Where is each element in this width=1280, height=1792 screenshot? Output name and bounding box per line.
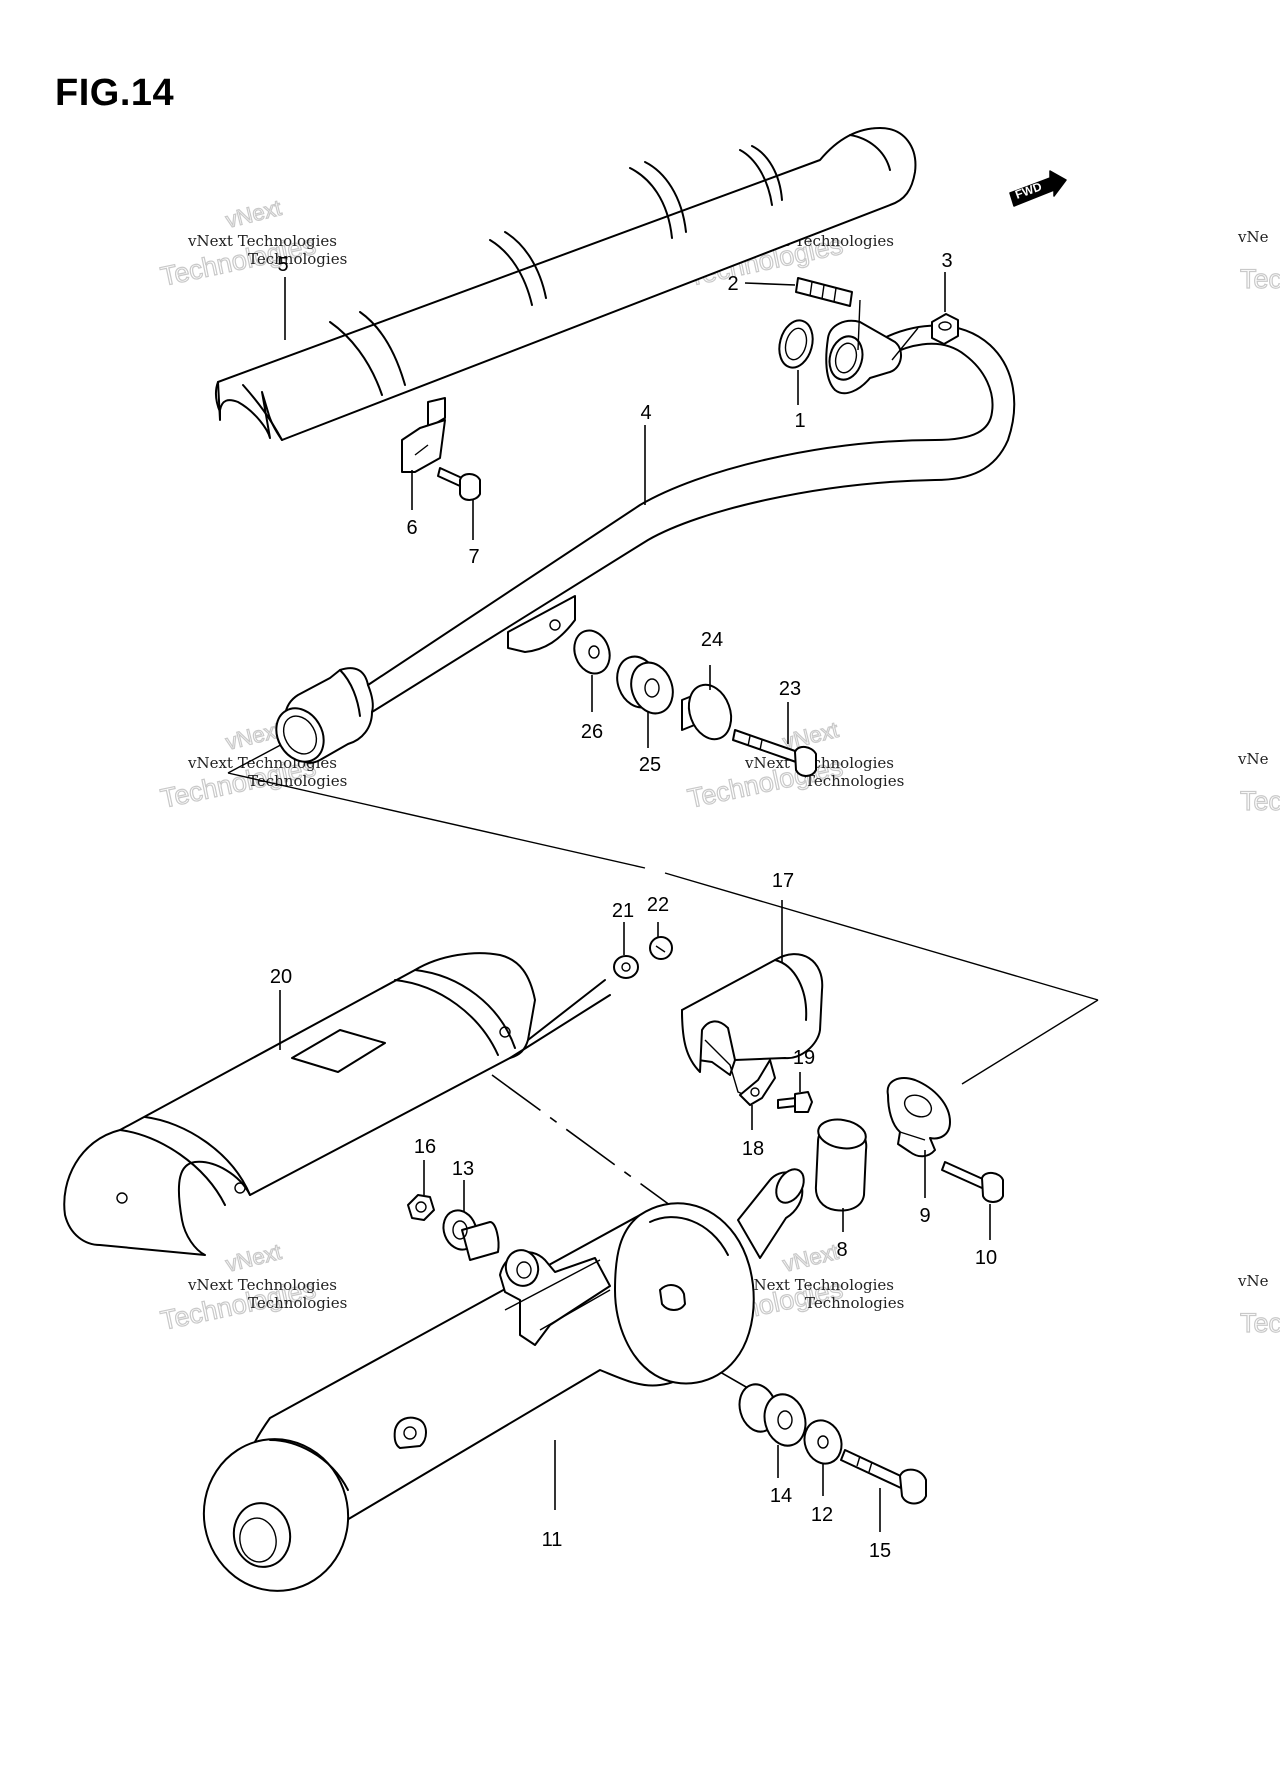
svg-text:Technologies: Technologies [248, 772, 347, 790]
callout-18: 18 [742, 1138, 764, 1160]
callout-21: 21 [612, 900, 634, 922]
svg-text:vNext: vNext [223, 1239, 284, 1277]
svg-text:vNext Technologies: vNext Technologies [744, 754, 894, 772]
callout-8: 8 [836, 1239, 847, 1261]
part-20-silencer-cover [63, 952, 611, 1256]
part-23-bolt [732, 729, 817, 777]
watermark-edge: vNe Tec vNe Tec vNe Tec [1237, 228, 1280, 1339]
part-flange [825, 299, 919, 395]
part-12-washer [803, 1419, 843, 1465]
part-15-bolt [840, 1449, 927, 1505]
part-26-washer [573, 629, 611, 675]
part-11-muffler [202, 1168, 805, 1592]
callout-25: 25 [639, 754, 661, 776]
part-8-gasket-ring [814, 1118, 868, 1212]
callout-15: 15 [869, 1540, 891, 1562]
svg-text:vNext Technologies: vNext Technologies [187, 232, 337, 250]
callout-16: 16 [414, 1136, 436, 1158]
callout-17: 17 [772, 870, 794, 892]
callout-2: 2 [727, 273, 738, 295]
part-24-collar [681, 683, 733, 741]
svg-text:Technologies: Technologies [248, 1294, 347, 1312]
part-6-clamp [401, 397, 446, 473]
part-10-bolt [941, 1161, 1004, 1203]
watermark: vNext Technologies vNext Technologies Te… [157, 194, 347, 292]
callout-23: 23 [779, 678, 801, 700]
part-2-stud-bolt [795, 277, 853, 307]
callout-10: 10 [975, 1247, 997, 1269]
callout-7: 7 [468, 546, 479, 568]
svg-text:Technologies: Technologies [805, 772, 904, 790]
callout-labels: 1 2 3 4 5 6 7 8 9 10 11 12 13 14 15 16 1… [270, 250, 997, 1562]
part-17-joint-cover [681, 953, 824, 1099]
svg-text:vNext: vNext [223, 717, 284, 755]
callout-14: 14 [770, 1485, 792, 1507]
part-18-bracket [739, 1059, 776, 1106]
callout-9: 9 [919, 1205, 930, 1227]
callout-1: 1 [794, 410, 805, 432]
part-22-cap [649, 936, 673, 960]
callout-5: 5 [277, 254, 288, 276]
svg-text:Tec: Tec [1240, 786, 1280, 816]
callout-3: 3 [941, 250, 952, 272]
figure-title: FIG.14 [55, 72, 175, 114]
part-5-heat-shield [214, 127, 917, 441]
svg-text:vNext Technologies: vNext Technologies [187, 1276, 337, 1294]
part-3-nut [931, 313, 959, 345]
callout-12: 12 [811, 1504, 833, 1526]
part-9-clamp [886, 1077, 951, 1158]
callout-11: 11 [542, 1529, 563, 1551]
svg-text:vNe: vNe [1237, 750, 1269, 768]
svg-text:Tec: Tec [1240, 1308, 1280, 1338]
part-25-grommet [616, 655, 674, 715]
svg-text:Tec: Tec [1240, 264, 1280, 294]
svg-text:vNe: vNe [1237, 228, 1269, 246]
svg-text:vNe: vNe [1237, 1272, 1269, 1290]
forward-arrow-icon: FWD [1009, 170, 1067, 207]
part-7-bolt [437, 467, 481, 501]
callout-13: 13 [452, 1158, 474, 1180]
svg-text:vNext Technologies: vNext Technologies [744, 1276, 894, 1294]
callout-6: 6 [406, 517, 417, 539]
part-14-grommet [738, 1383, 807, 1447]
part-19-bolt [777, 1091, 813, 1113]
svg-text:Technologies: Technologies [248, 250, 347, 268]
leader-lines [279, 272, 991, 1532]
part-13-collar [442, 1209, 500, 1261]
part-21-nut [613, 955, 639, 979]
callout-4: 4 [640, 402, 651, 424]
callout-22: 22 [647, 894, 669, 916]
svg-text:vNext: vNext [223, 195, 284, 233]
callout-20: 20 [270, 966, 292, 988]
svg-text:Technologies: Technologies [805, 1294, 904, 1312]
callout-19: 19 [793, 1047, 815, 1069]
part-1-gasket [778, 319, 814, 369]
svg-text:vNext: vNext [780, 1239, 841, 1277]
callout-26: 26 [581, 721, 603, 743]
callout-24: 24 [701, 629, 723, 651]
part-16-nut [407, 1194, 435, 1221]
